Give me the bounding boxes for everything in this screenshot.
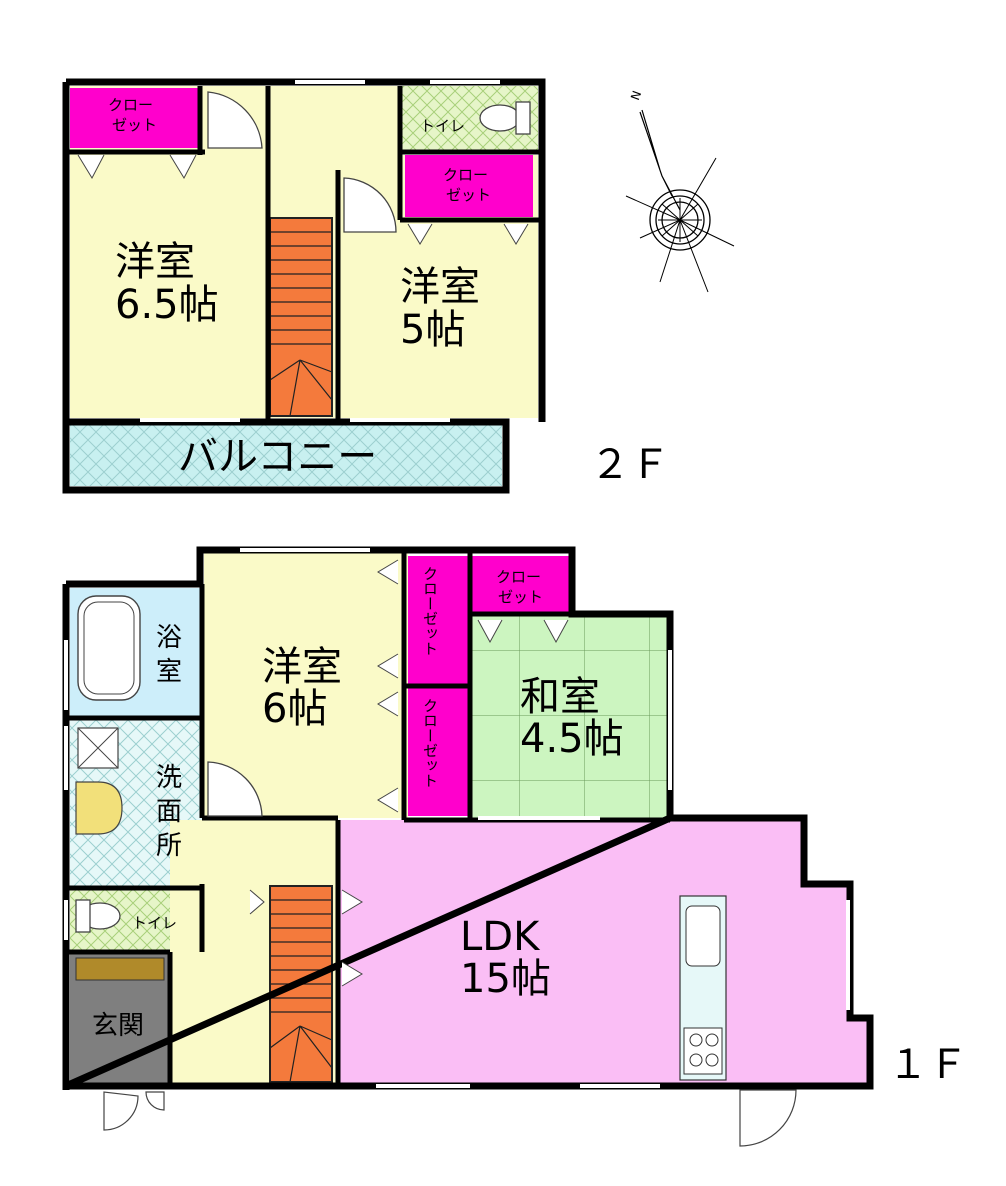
- closet-lower-1f: [408, 688, 468, 816]
- washroom-label-3: 所: [156, 831, 182, 861]
- toilet-icon: [479, 104, 521, 132]
- ldk-name: LDK: [460, 914, 541, 960]
- closet-japanese-1f-line2: ゼット: [498, 588, 543, 606]
- room-japanese-1f-name: 和室: [520, 674, 600, 720]
- floor-1-label: １Ｆ: [888, 1042, 968, 1088]
- room-japanese-1f-size: 4.5帖: [520, 716, 624, 762]
- washbasin: [75, 781, 123, 835]
- floor-2-label: ２Ｆ: [590, 442, 670, 488]
- room-east-2f-size: 5帖: [400, 307, 465, 353]
- closet-east-2f: [405, 155, 533, 217]
- closet-japanese-1f-line1: クロー: [496, 568, 541, 586]
- closet-west-2f-line2: ゼット: [112, 116, 157, 134]
- closet-upper-1f-label: クローゼット: [421, 566, 439, 656]
- floor-2: [62, 78, 546, 494]
- closet-east-2f-line2: ゼット: [446, 186, 491, 204]
- entrance-label: 玄関: [92, 1011, 144, 1041]
- floor-1: [62, 546, 874, 1147]
- compass-north-label: N: [628, 89, 644, 102]
- compass: [625, 109, 735, 293]
- closet-japanese-1f: [470, 556, 570, 614]
- room-west-2f-size: 6.5帖: [115, 282, 219, 328]
- bath-label-1: 浴: [156, 623, 182, 653]
- room-western-1f-size: 6帖: [262, 686, 327, 732]
- room-east-2f-name: 洋室: [400, 264, 480, 310]
- ldk-size: 15帖: [460, 956, 551, 1002]
- toilet-2f-label: トイレ: [420, 117, 465, 135]
- room-western-1f-name: 洋室: [262, 644, 342, 690]
- toilet-1f-label: トイレ: [132, 914, 177, 932]
- bathtub: [77, 595, 141, 701]
- closet-lower-1f-label: クローゼット: [421, 698, 439, 788]
- ldk: [338, 820, 868, 1084]
- closet-west-2f-line1: クロー: [108, 96, 153, 114]
- bath-label-2: 室: [156, 657, 182, 687]
- closet-east-2f-line1: クロー: [443, 166, 488, 184]
- balcony-label: バルコニー: [178, 434, 377, 480]
- room-west-2f-name: 洋室: [115, 239, 195, 285]
- washroom-label-2: 面: [156, 797, 182, 827]
- stairs-2f: [269, 217, 333, 417]
- closet-upper-1f: [408, 556, 468, 684]
- closet-west-2f: [70, 88, 198, 148]
- washroom-label-1: 洗: [156, 763, 182, 793]
